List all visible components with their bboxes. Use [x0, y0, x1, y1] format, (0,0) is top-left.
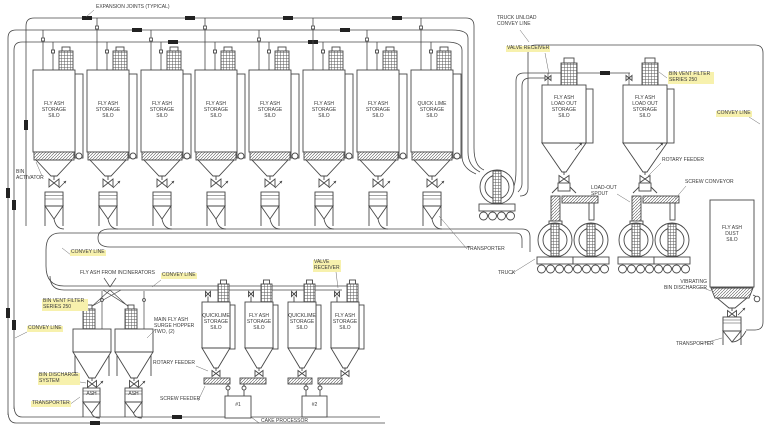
bottom-silo-4-label: FLY ASH STORAGE SILO — [332, 313, 358, 331]
ash-tag-1: ASH — [86, 391, 97, 397]
rotary-feeder-left-label: ROTARY FEEDER — [153, 360, 195, 366]
unload-truck — [478, 169, 516, 221]
fly-ash-storage-silo-6 — [303, 42, 353, 229]
transporter-mid-label: TRANSPORTER — [467, 246, 505, 252]
bottom-silo-3-label: QUICKLIME STORAGE SILO — [288, 313, 316, 331]
bin-vent-filter-left-label: BIN VENT FILTER SERIES 250 — [42, 298, 88, 311]
main-surge-hopper-label: MAIN FLY ASH SURGE HOPPER TWO, (2) — [154, 317, 195, 335]
bin-discharge-system-label: BIN DISCHARGE SYSTEM — [38, 372, 80, 385]
dust-silo-label: FLY ASH DUST SILO — [721, 225, 743, 243]
load-out-spout-label: LOAD-OUT SPOUT — [591, 185, 617, 197]
top-silo-5-label: FLY ASH STORAGE SILO — [257, 101, 283, 119]
convey-line-upper-label: CONVEY LINE — [70, 249, 106, 256]
truck-unload-convey-line-label: TRUCK UNLOAD CONVEY LINE — [497, 15, 537, 27]
convey-line-left-label: CONVEY LINE — [27, 325, 63, 332]
bin-activator-label: BIN ACTIVATOR — [16, 169, 44, 181]
cake-processor-1-box — [224, 395, 252, 419]
top-silo-6-label: FLY ASH STORAGE SILO — [311, 101, 337, 119]
fly-ash-storage-silo-1 — [33, 42, 83, 229]
fly-ash-storage-silo-3 — [141, 42, 191, 229]
processor-1-id: #1 — [235, 402, 241, 408]
bin-vent-filter-right-label: BIN VENT FILTER SERIES 250 — [668, 71, 714, 84]
fly-ash-storage-silo-7 — [357, 42, 407, 229]
fly-ash-storage-silo-4 — [195, 42, 245, 229]
vibrating-bin-discharger-label: VIBRATING BIN DISCHARGER — [663, 279, 707, 291]
valve-receiver-top-label: VALVE RECEIVER — [506, 45, 551, 52]
top-silo-2-label: FLY ASH STORAGE SILO — [95, 101, 121, 119]
truck-4 — [653, 222, 691, 274]
incinerator-feed-lines — [86, 277, 134, 310]
mid-convey-loop — [45, 228, 531, 291]
top-silo-1-label: FLY ASH STORAGE SILO — [41, 101, 67, 119]
silo-risers — [41, 18, 423, 70]
ash-tag-2: ASH — [128, 391, 139, 397]
truck-1 — [536, 222, 574, 274]
expansion-joints — [6, 16, 402, 425]
top-convey-headers — [7, 17, 485, 424]
top-silo-4-label: FLY ASH STORAGE SILO — [203, 101, 229, 119]
fly-ash-load-out-silo-1 — [542, 58, 598, 224]
bottom-silo-2-label: FLY ASH STORAGE SILO — [246, 313, 272, 331]
top-silo-7-label: FLY ASH STORAGE SILO — [365, 101, 391, 119]
fly-ash-storage-silo-2 — [87, 42, 137, 229]
truck-label: TRUCK — [498, 270, 516, 276]
truck-3 — [617, 222, 655, 274]
cake-processor-2-box — [301, 395, 328, 418]
fly-ash-from-incinerators-label: FLY ASH FROM INCINERATORS — [80, 270, 155, 276]
screw-conveyor-label: SCREW CONVEYOR — [685, 179, 734, 185]
bottom-silo-1-label: QUICKLIME STORAGE SILO — [202, 313, 230, 331]
convey-line-mid-label: CONVEY LINE — [161, 272, 197, 279]
fly-ash-storage-silo-5 — [249, 42, 299, 229]
fly-ash-dust-silo — [709, 199, 761, 345]
valve-receiver-bottom-label: VALVE RECEIVER — [313, 259, 341, 272]
truck-2 — [572, 222, 610, 274]
convey-line-right-label: CONVEY LINE — [716, 110, 752, 117]
rotary-feeder-right-label: ROTARY FEEDER — [662, 157, 704, 163]
top-silo-8-label: QUICK LIME STORAGE SILO — [417, 101, 447, 119]
screw-feeders — [203, 377, 343, 424]
expansion-joints-label: EXPANSION JOINTS (TYPICAL) — [96, 4, 170, 10]
surge-hopper-2 — [115, 291, 153, 418]
top-silo-3-label: FLY ASH STORAGE SILO — [149, 101, 175, 119]
load-out-silo-1-label: FLY ASH LOAD OUT STORAGE SILO — [551, 95, 577, 119]
processor-2-id: #2 — [311, 402, 318, 408]
load-out-silo-2-label: FLY ASH LOAD OUT STORAGE SILO — [632, 95, 658, 119]
screw-feeder-label: SCREW FEEDER — [160, 396, 201, 402]
cake-processor-label: CAKE PROCESSOR — [261, 418, 308, 424]
transporter-bottom-left-label: TRANSPORTER — [31, 400, 71, 407]
right-convey-lines — [513, 44, 764, 331]
transporter-bottom-right-label: TRANSPORTER — [676, 341, 714, 347]
quick-lime-storage-silo — [411, 42, 461, 229]
